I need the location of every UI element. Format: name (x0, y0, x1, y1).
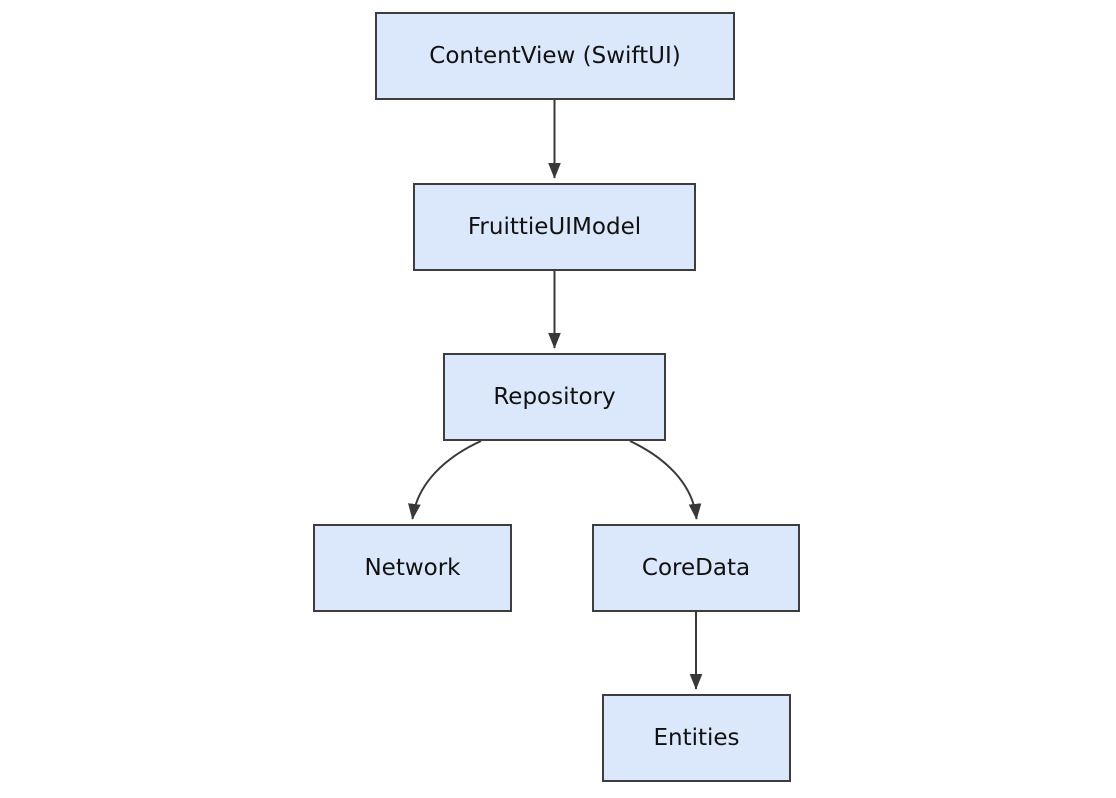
node-network-label: Network (364, 555, 461, 581)
node-repository-label: Repository (493, 384, 616, 410)
node-contentview: ContentView (SwiftUI) (375, 12, 735, 100)
node-contentview-label: ContentView (SwiftUI) (429, 43, 681, 69)
node-fruittieuimodel-label: FruittieUIModel (467, 214, 642, 240)
node-coredata: CoreData (592, 524, 800, 612)
node-repository: Repository (443, 353, 666, 441)
node-coredata-label: CoreData (641, 555, 751, 581)
edge-repository-to-network (408, 440, 482, 520)
node-network: Network (313, 524, 512, 612)
node-fruittieuimodel: FruittieUIModel (413, 183, 696, 271)
node-entities-label: Entities (653, 725, 740, 751)
edge-repository-to-coredata (629, 440, 702, 520)
node-entities: Entities (602, 694, 791, 782)
